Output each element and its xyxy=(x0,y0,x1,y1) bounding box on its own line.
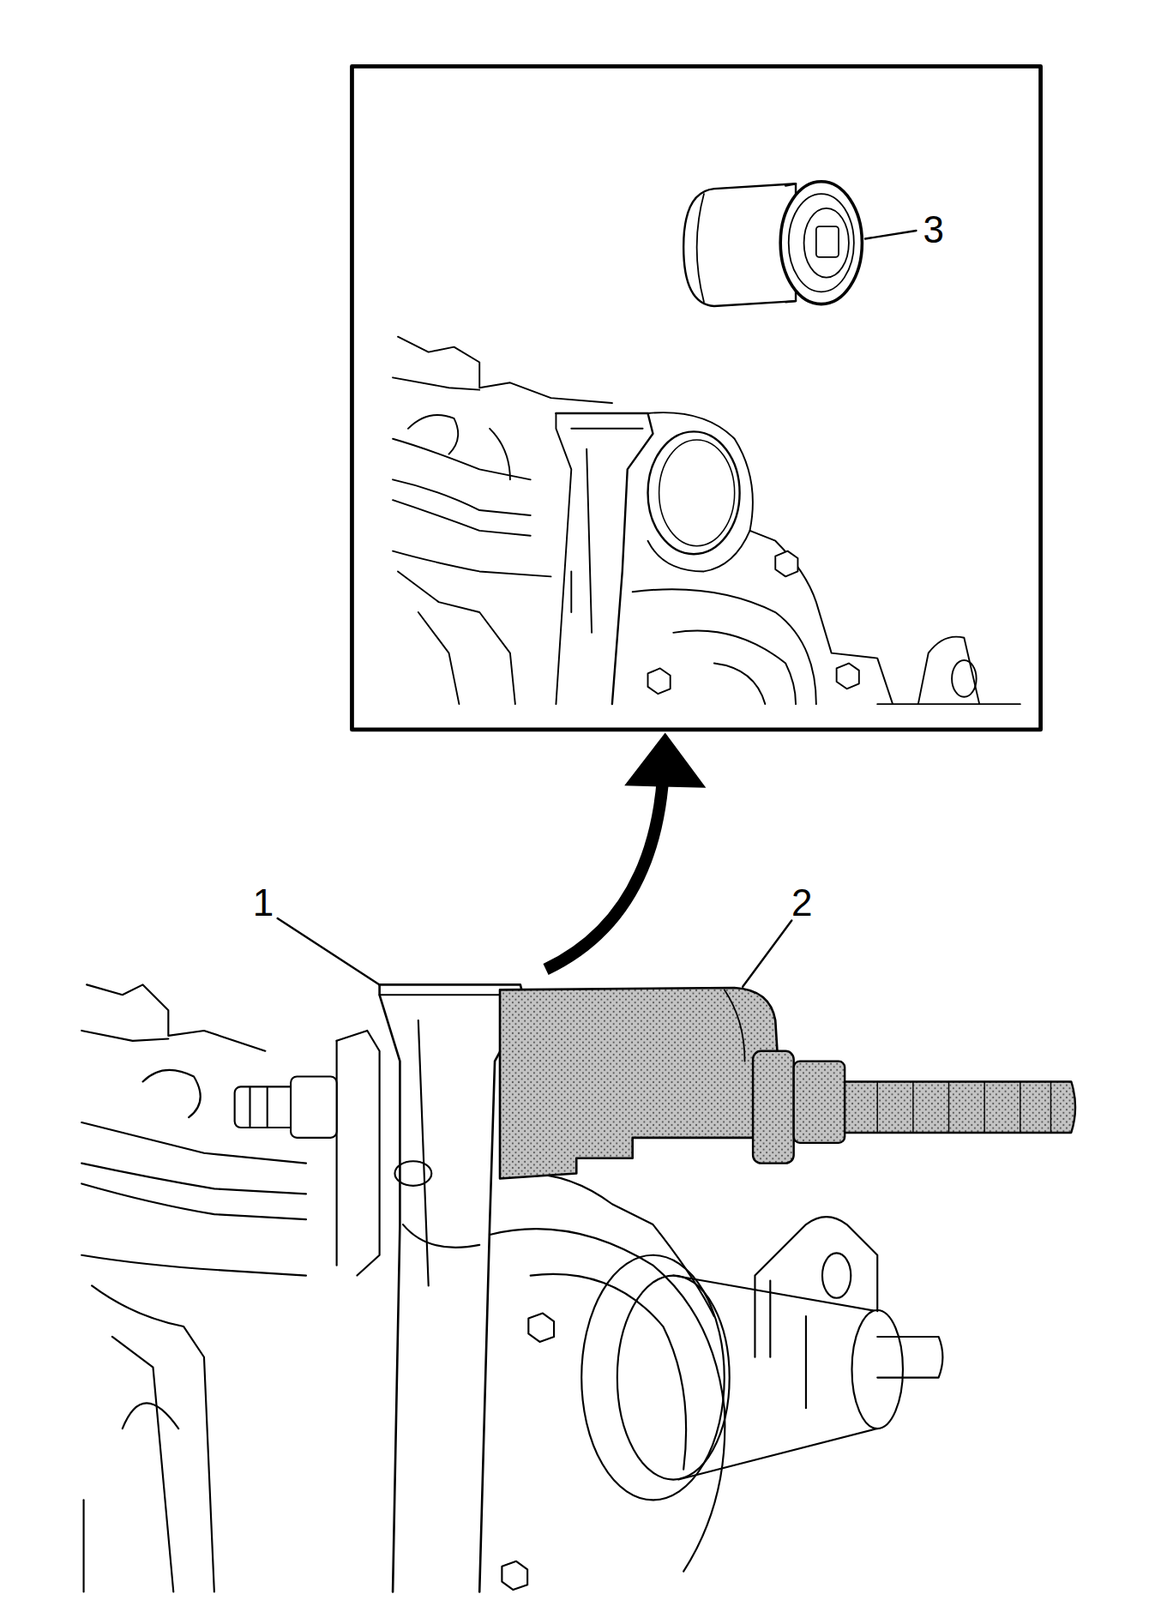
removal-tool xyxy=(499,987,1076,1180)
bushing xyxy=(683,181,862,307)
callout-number: 2 xyxy=(791,884,813,922)
callout-number: 1 xyxy=(252,884,274,922)
callout-number: 3 xyxy=(922,210,944,249)
transmission-housing xyxy=(392,336,1021,704)
transmission-assembly xyxy=(81,984,943,1592)
